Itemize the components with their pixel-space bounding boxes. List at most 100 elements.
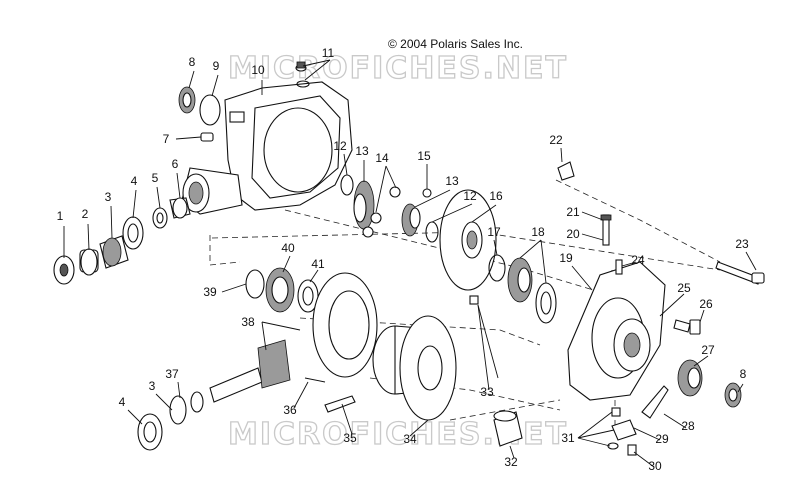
- callout-number: 6: [172, 157, 179, 171]
- leader-line: [309, 269, 319, 283]
- callout-number: 24: [631, 253, 645, 267]
- callout-number: 29: [655, 432, 669, 446]
- callout-number: 8: [740, 367, 747, 381]
- callout-number: 3: [105, 190, 112, 204]
- callout-number: 7: [163, 132, 170, 146]
- leader-line: [540, 239, 547, 284]
- flange-plate: [439, 189, 497, 291]
- callout-number: 11: [322, 46, 335, 60]
- callout-number: 27: [701, 343, 715, 357]
- leader-line: [177, 381, 181, 399]
- leader-line: [633, 451, 655, 468]
- leader-line: [414, 189, 451, 208]
- leader-line: [132, 189, 137, 219]
- leader-line: [211, 74, 219, 97]
- cover-bolts: [557, 161, 765, 335]
- leader-line: [633, 427, 661, 441]
- leader-line: [571, 265, 593, 291]
- leader-line: [155, 393, 173, 411]
- leader-line: [581, 233, 604, 241]
- ring-gear-and-pinion: [137, 272, 378, 451]
- watermark-top: MICROFICHES.NET: [228, 51, 568, 86]
- callout-number: 34: [403, 432, 417, 446]
- leader-line: [175, 136, 202, 140]
- callout-number: 38: [241, 315, 255, 329]
- leader-line: [302, 59, 331, 67]
- callout-number: 14: [375, 151, 389, 165]
- leader-line: [693, 355, 709, 367]
- callout-number: 30: [648, 459, 662, 473]
- leader-line: [699, 309, 705, 323]
- leader-line: [261, 321, 267, 351]
- leader-line: [737, 383, 744, 393]
- callout-number: 3: [149, 379, 156, 393]
- leader-line: [282, 255, 291, 273]
- leader-line: [621, 261, 637, 267]
- pinion-gear-stack: [340, 174, 439, 243]
- callout-number: 20: [566, 227, 580, 241]
- callout-number: 4: [119, 395, 126, 409]
- callout-number: 10: [251, 63, 265, 77]
- leader-line: [385, 165, 397, 189]
- leader-line: [577, 429, 615, 439]
- leader-line: [127, 409, 143, 425]
- callout-number: 22: [549, 133, 563, 147]
- callout-number: 18: [531, 225, 545, 239]
- leader-line: [343, 153, 348, 176]
- callout-number: 35: [343, 431, 357, 445]
- callout-number: 37: [165, 367, 179, 381]
- leader-line: [110, 205, 113, 239]
- leader-line: [577, 437, 611, 447]
- callout-number: 9: [213, 59, 220, 73]
- leader-line: [341, 403, 353, 435]
- callout-number: 2: [82, 207, 89, 221]
- callout-number: 5: [152, 171, 159, 185]
- rear-cover: [567, 261, 666, 401]
- callout-number: 15: [417, 149, 431, 163]
- callout-number: 33: [480, 385, 494, 399]
- leader-line: [188, 70, 195, 89]
- callout-number: 13: [355, 144, 369, 158]
- leader-line: [293, 381, 309, 409]
- input-shaft-stack: [53, 197, 191, 285]
- leader-line: [663, 413, 687, 429]
- callout-number: 39: [203, 285, 217, 299]
- top-small-parts: [178, 61, 310, 142]
- leader-line: [87, 223, 90, 251]
- differential-case: [372, 315, 457, 421]
- callout-number: 23: [735, 237, 749, 251]
- callout-number: 17: [487, 225, 501, 239]
- leader-line: [261, 321, 301, 331]
- leader-line: [477, 304, 490, 391]
- callout-number: 41: [311, 257, 325, 271]
- callout-number: 32: [504, 455, 518, 469]
- callout-number: 12: [463, 189, 477, 203]
- leader-line: [560, 147, 563, 163]
- callout-number: 12: [333, 139, 347, 153]
- callout-number: 4: [131, 174, 138, 188]
- callout-number: 16: [489, 189, 503, 203]
- callout-number: 8: [189, 55, 196, 69]
- bearing-pair: [488, 254, 557, 324]
- leader-line: [156, 186, 161, 209]
- copyright-text: © 2004 Polaris Sales Inc.: [388, 37, 523, 51]
- callout-number: 40: [281, 241, 295, 255]
- leader-line: [409, 419, 429, 437]
- callout-number: 31: [561, 431, 575, 445]
- cross-shaft-and-pins: [304, 295, 523, 447]
- leader-line: [176, 172, 181, 199]
- carrier-bearing-set: [245, 267, 319, 313]
- callout-number: 26: [699, 297, 713, 311]
- leader-line: [581, 211, 604, 221]
- leader-line: [304, 59, 331, 81]
- callout-number: 25: [677, 281, 691, 295]
- leader-line: [375, 165, 387, 213]
- leader-line: [745, 251, 757, 271]
- leader-line: [471, 204, 497, 223]
- callout-number: 21: [566, 205, 580, 219]
- callout-number: 28: [681, 419, 695, 433]
- leader-line: [221, 283, 247, 293]
